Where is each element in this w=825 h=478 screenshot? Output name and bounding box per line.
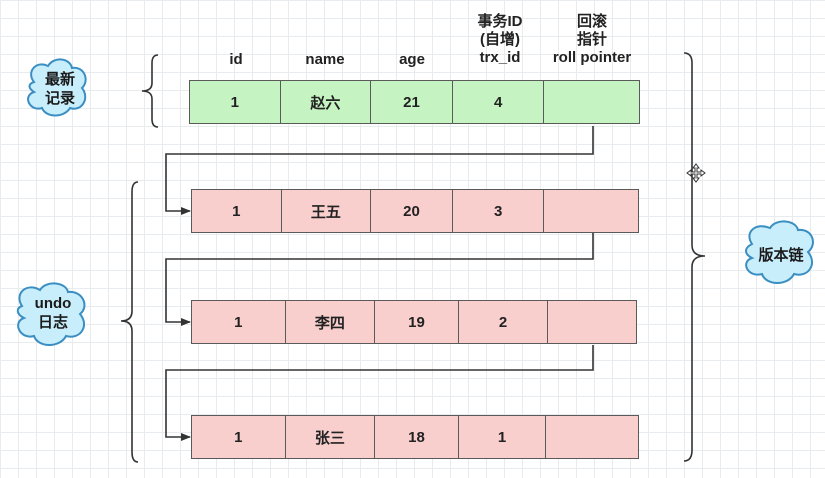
move-cursor-icon	[686, 163, 706, 183]
cell-trx-id: 3	[453, 190, 545, 232]
header-roll-pointer: 回滚 指针 roll pointer	[552, 13, 632, 66]
cell-id: 1	[192, 190, 282, 232]
cell-id: 1	[190, 81, 281, 123]
header-name: name	[305, 51, 345, 68]
cell-age: 20	[371, 190, 453, 232]
label-chain: 版本链	[758, 247, 804, 264]
pointer-line-1	[165, 126, 594, 215]
cell-name: 李四	[286, 301, 376, 343]
header-age: age	[399, 51, 425, 68]
cell-name: 王五	[282, 190, 372, 232]
header-id: id	[229, 51, 243, 68]
label-undo: undo 日志	[34, 295, 72, 331]
cell-roll-pointer	[544, 190, 638, 232]
cell-id: 1	[192, 416, 286, 458]
brace-undo	[120, 181, 139, 463]
pointer-line-2	[165, 233, 594, 326]
cloud-latest	[27, 58, 87, 117]
cell-name: 张三	[286, 416, 376, 458]
cell-trx-id: 1	[459, 416, 547, 458]
cell-roll-pointer	[544, 81, 639, 123]
cell-age: 18	[375, 416, 459, 458]
row-undo-3: 1 张三 18 1	[191, 415, 639, 459]
row-latest: 1 赵六 21 4	[189, 80, 640, 124]
pointer-line-3	[165, 345, 594, 441]
cloud-undo	[16, 282, 86, 346]
header-trx-id: 事务ID (自增) trx_id	[477, 13, 523, 66]
cell-age: 19	[375, 301, 459, 343]
row-undo-2: 1 李四 19 2	[191, 300, 637, 344]
cell-name: 赵六	[281, 81, 372, 123]
cell-id: 1	[192, 301, 286, 343]
cloud-chain	[745, 220, 814, 284]
cell-age: 21	[371, 81, 453, 123]
brace-chain	[683, 52, 706, 462]
cell-roll-pointer	[548, 301, 636, 343]
row-undo-1: 1 王五 20 3	[191, 189, 639, 233]
label-latest: 最新 记录	[44, 71, 75, 107]
cell-trx-id: 4	[453, 81, 545, 123]
cell-trx-id: 2	[459, 301, 549, 343]
cell-roll-pointer	[546, 416, 638, 458]
brace-latest	[141, 54, 159, 128]
